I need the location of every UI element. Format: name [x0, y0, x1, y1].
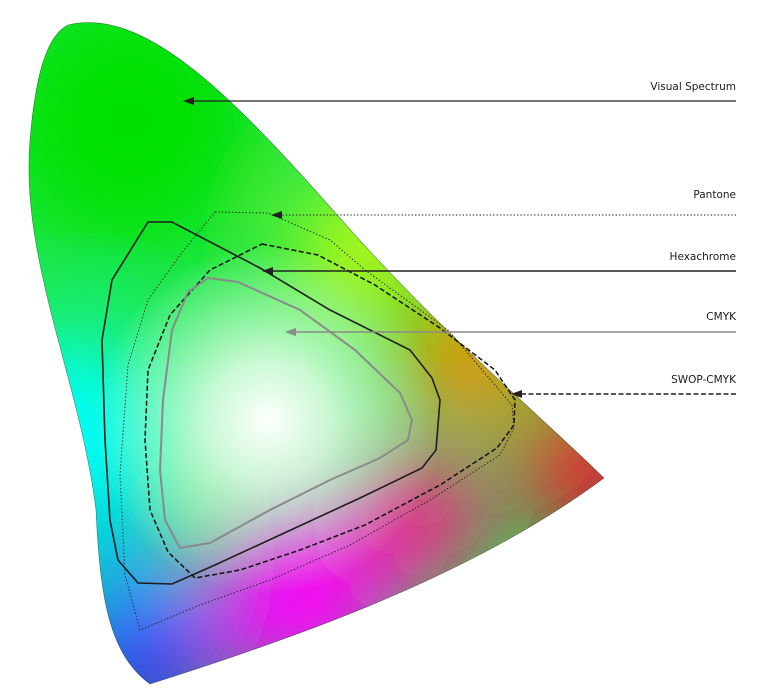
hexachrome-gamut	[101, 221, 441, 585]
hexachrome-pointer	[262, 267, 736, 275]
swop-cmyk-pointer	[511, 390, 736, 398]
pantone-label: Pantone	[693, 189, 736, 201]
visual-spectrum-outline	[28, 22, 605, 685]
swop-cmyk-label: SWOP-CMYK	[671, 374, 737, 386]
cmyk-gamut	[158, 276, 414, 550]
visual-spectrum-pointer	[183, 97, 736, 105]
pantone-pointer	[271, 211, 736, 219]
cmyk-pointer	[285, 328, 736, 336]
swop-cmyk-gamut	[144, 243, 516, 579]
hexachrome-label: Hexachrome	[670, 251, 736, 263]
visual-spectrum-label: Visual Spectrum	[650, 81, 736, 93]
pantone-gamut	[119, 211, 515, 631]
cmyk-label: CMYK	[706, 311, 737, 323]
